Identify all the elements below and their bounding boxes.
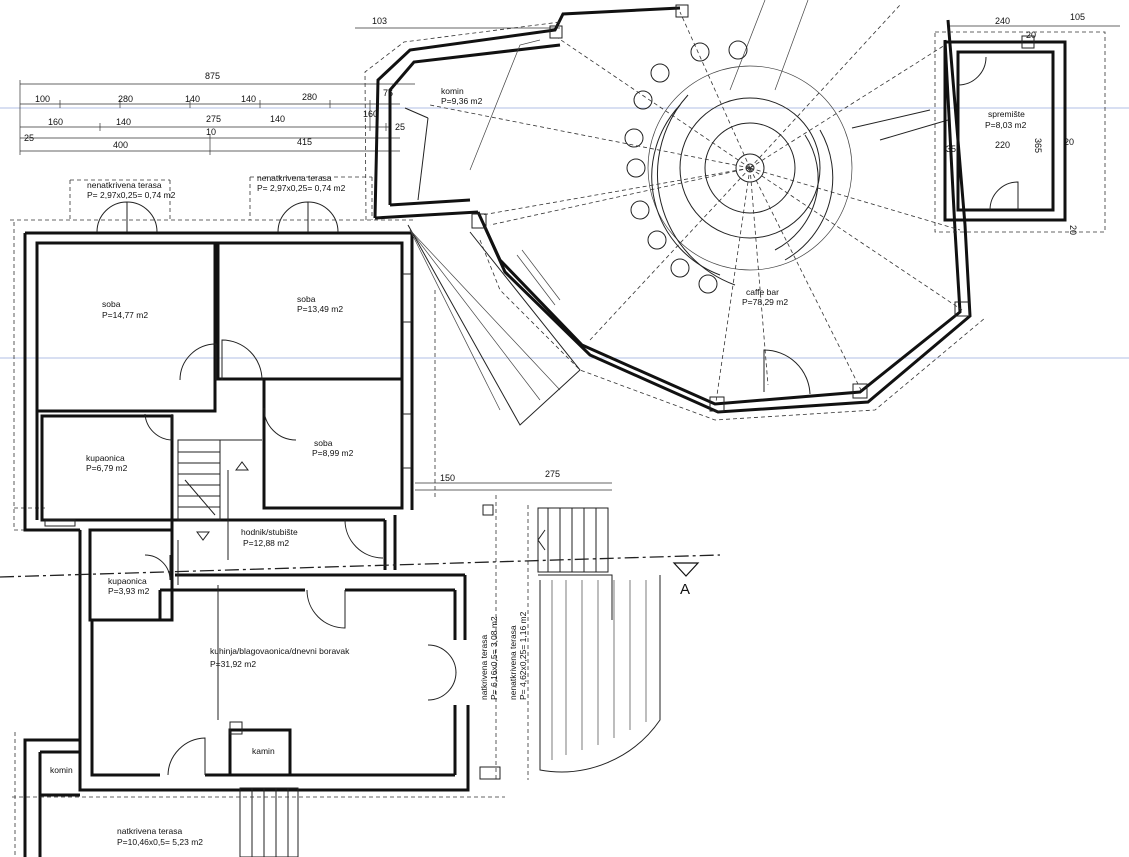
label-komin-bottom: komin [50, 765, 73, 775]
exterior-stairs [479, 495, 661, 780]
dim-240: 240 [995, 16, 1010, 26]
radial-lines [429, 4, 963, 403]
area-caffe-bar: P=78,29 m2 [742, 297, 788, 307]
dim-150: 150 [440, 473, 455, 483]
area-hodnik: P=12,88 m2 [243, 538, 289, 548]
area-komin-top: P=9,36 m2 [441, 96, 483, 106]
entrance-ramp [407, 224, 581, 500]
label-kupaonica-2: kupaonica [108, 576, 147, 586]
house-stairs [177, 439, 262, 720]
dim-spremiste-20b: 20 [1068, 225, 1078, 235]
label-kamin: kamin [252, 746, 275, 756]
area-spremiste: P=8,03 m2 [985, 120, 1027, 130]
dim-spremiste-35: 35 [946, 144, 956, 154]
dim-row4-a: 25 [24, 133, 34, 143]
dim-20-top: 20 [1026, 30, 1036, 40]
section-axis-a [0, 554, 721, 578]
dim-row2-c: 140 [185, 94, 200, 104]
dim-row3-a: 160 [48, 117, 63, 127]
dim-row5-a: 400 [113, 140, 128, 150]
dim-row3-b: 140 [116, 117, 131, 127]
section-marker-a: A [680, 581, 690, 598]
doors-house [96, 201, 457, 776]
area-soba-1: P=14,77 m2 [102, 310, 148, 320]
bar-stools [624, 40, 748, 294]
dim-105: 105 [1070, 12, 1085, 22]
caffe-bar-counter [429, 4, 963, 403]
label-terrace-vert-1: natkrivena terasa [479, 635, 489, 700]
dim-row3-e: 160 [363, 109, 378, 119]
label-terrace-vert-2: nenatkrivena terasa [508, 625, 518, 700]
label-kuhinja: kuhinja/blagovaonica/dnevni boravak [210, 646, 350, 656]
dim-row5-b: 415 [297, 137, 312, 147]
area-kupaonica-1: P=6,79 m2 [86, 463, 128, 473]
label-komin-top: komin [441, 86, 464, 96]
dimension-lines: 875 100 280 140 140 280 76 160 140 275 1… [19, 12, 1120, 491]
area-kupaonica-2: P=3,93 m2 [108, 586, 150, 596]
dim-row2-b: 280 [118, 94, 133, 104]
label-hodnik: hodnik/stubište [241, 527, 298, 537]
dim-row2-d: 140 [241, 94, 256, 104]
label-terrace-mid: nenatkrivena terasa [257, 173, 332, 183]
bottom-stairs [12, 787, 505, 857]
caffe-bar-walls [364, 0, 986, 421]
house-windows [44, 273, 412, 527]
dim-spremiste-365: 365 [1033, 138, 1043, 153]
dim-spremiste-220: 220 [995, 140, 1010, 150]
label-soba-2: soba [297, 294, 316, 304]
area-soba-3: P=8,99 m2 [312, 448, 354, 458]
area-terrace-vert-2: P= 4,62x0,25= 1,16 m2 [518, 611, 528, 700]
dim-row4-c: 25 [395, 122, 405, 132]
house-outer-dashed [10, 176, 415, 540]
scan-lines [0, 107, 1129, 359]
area-terrace-mid: P= 2,97x0,25= 0,74 m2 [257, 183, 346, 193]
label-kupaonica-1: kupaonica [86, 453, 125, 463]
caffe-bar-doors [763, 349, 811, 395]
dim-275: 275 [545, 469, 560, 479]
dim-row2-a: 100 [35, 94, 50, 104]
house-walls [14, 231, 470, 857]
dim-row3-d: 140 [270, 114, 285, 124]
label-caffe-bar: caffe bar [746, 287, 779, 297]
label-soba-1: soba [102, 299, 121, 309]
dim-spremiste-20: 20 [1064, 137, 1074, 147]
dim-103: 103 [372, 16, 387, 26]
label-terrace-left: nenatkrivena terasa [87, 180, 162, 190]
dim-875: 875 [205, 71, 220, 81]
area-terrace-vert-1: P= 6,16x0,5= 3,08 m2 [489, 616, 499, 700]
label-soba-3: soba [314, 438, 333, 448]
label-terrace-bottom: natkrivena terasa [117, 826, 182, 836]
area-soba-2: P=13,49 m2 [297, 304, 343, 314]
area-terrace-bottom: P=10,46x0,5= 5,23 m2 [117, 837, 203, 847]
dim-row2-f: 76 [383, 88, 393, 98]
area-terrace-left: P= 2,97x0,25= 0,74 m2 [87, 190, 176, 200]
dim-row4-b: 10 [206, 127, 216, 137]
room-labels: komin P=9,36 m2 caffe bar P=78,29 m2 spr… [50, 86, 1027, 847]
area-kuhinja: P=31,92 m2 [210, 659, 256, 669]
dim-row3-c: 275 [206, 114, 221, 124]
spremiste-walls [934, 31, 1106, 233]
dim-row2-e: 280 [302, 92, 317, 102]
label-spremiste: spremište [988, 109, 1025, 119]
